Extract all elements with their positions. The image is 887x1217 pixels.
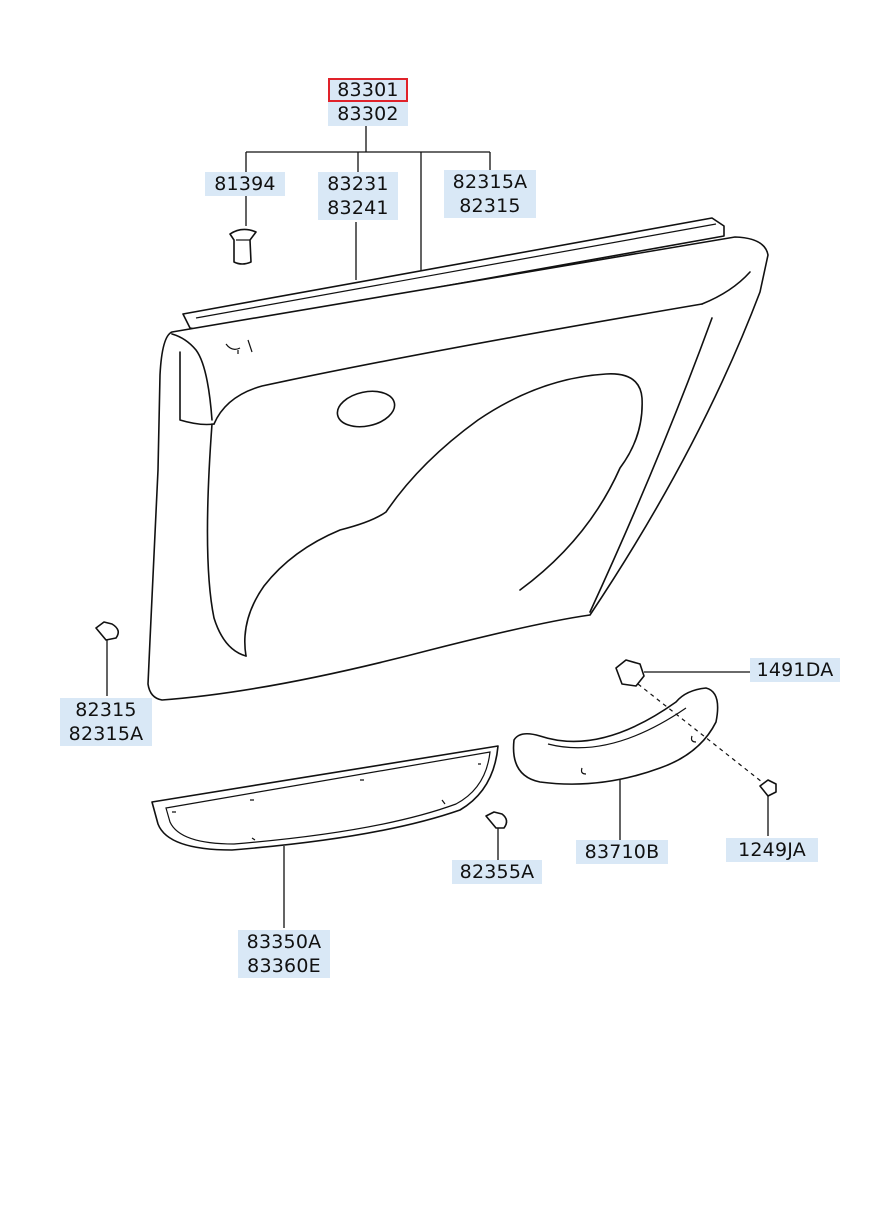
part-label-82315A-top[interactable]: 82315A 82315	[444, 170, 536, 218]
part-number-83231[interactable]: 83231	[327, 173, 389, 195]
part-number-83301[interactable]: 83301	[328, 78, 408, 102]
part-number-82315A[interactable]: 82315A	[452, 171, 528, 193]
part-number-82315[interactable]: 82315	[459, 195, 521, 217]
part-label-82355A[interactable]: 82355A	[452, 860, 542, 884]
part-number-83302[interactable]: 83302	[337, 103, 399, 125]
part-number-1491DA[interactable]: 1491DA	[756, 659, 834, 681]
part-number-83710B[interactable]: 83710B	[584, 841, 660, 863]
part-number-82315A[interactable]: 82315A	[68, 723, 144, 745]
part-number-83350A[interactable]: 83350A	[246, 931, 322, 953]
lower-pocket-83350A	[151, 745, 499, 928]
part-label-83231[interactable]: 83231 83241	[318, 172, 398, 220]
clip-82355A	[485, 811, 508, 860]
pin-82315-left	[95, 621, 120, 696]
clip-81394	[229, 196, 257, 265]
nut-1491DA	[615, 659, 763, 783]
part-label-83710B[interactable]: 83710B	[576, 840, 668, 864]
part-label-1491DA[interactable]: 1491DA	[750, 658, 840, 682]
part-label-83350A[interactable]: 83350A 83360E	[238, 930, 330, 978]
part-label-1249JA[interactable]: 1249JA	[726, 838, 818, 862]
screw-1249JA	[759, 779, 777, 836]
part-number-81394[interactable]: 81394	[214, 173, 276, 195]
handle-83710B	[512, 687, 719, 840]
part-label-81394[interactable]: 81394	[205, 172, 285, 196]
part-number-1249JA[interactable]: 1249JA	[738, 839, 806, 861]
part-number-83241[interactable]: 83241	[327, 197, 389, 219]
part-label-83301[interactable]: 83301 83302	[328, 78, 408, 126]
part-number-82315[interactable]: 82315	[75, 699, 137, 721]
door-trim-panel	[147, 217, 769, 701]
part-number-83360E[interactable]: 83360E	[247, 955, 321, 977]
part-number-82355A[interactable]: 82355A	[459, 861, 535, 883]
part-label-82315-left[interactable]: 82315 82315A	[60, 698, 152, 746]
